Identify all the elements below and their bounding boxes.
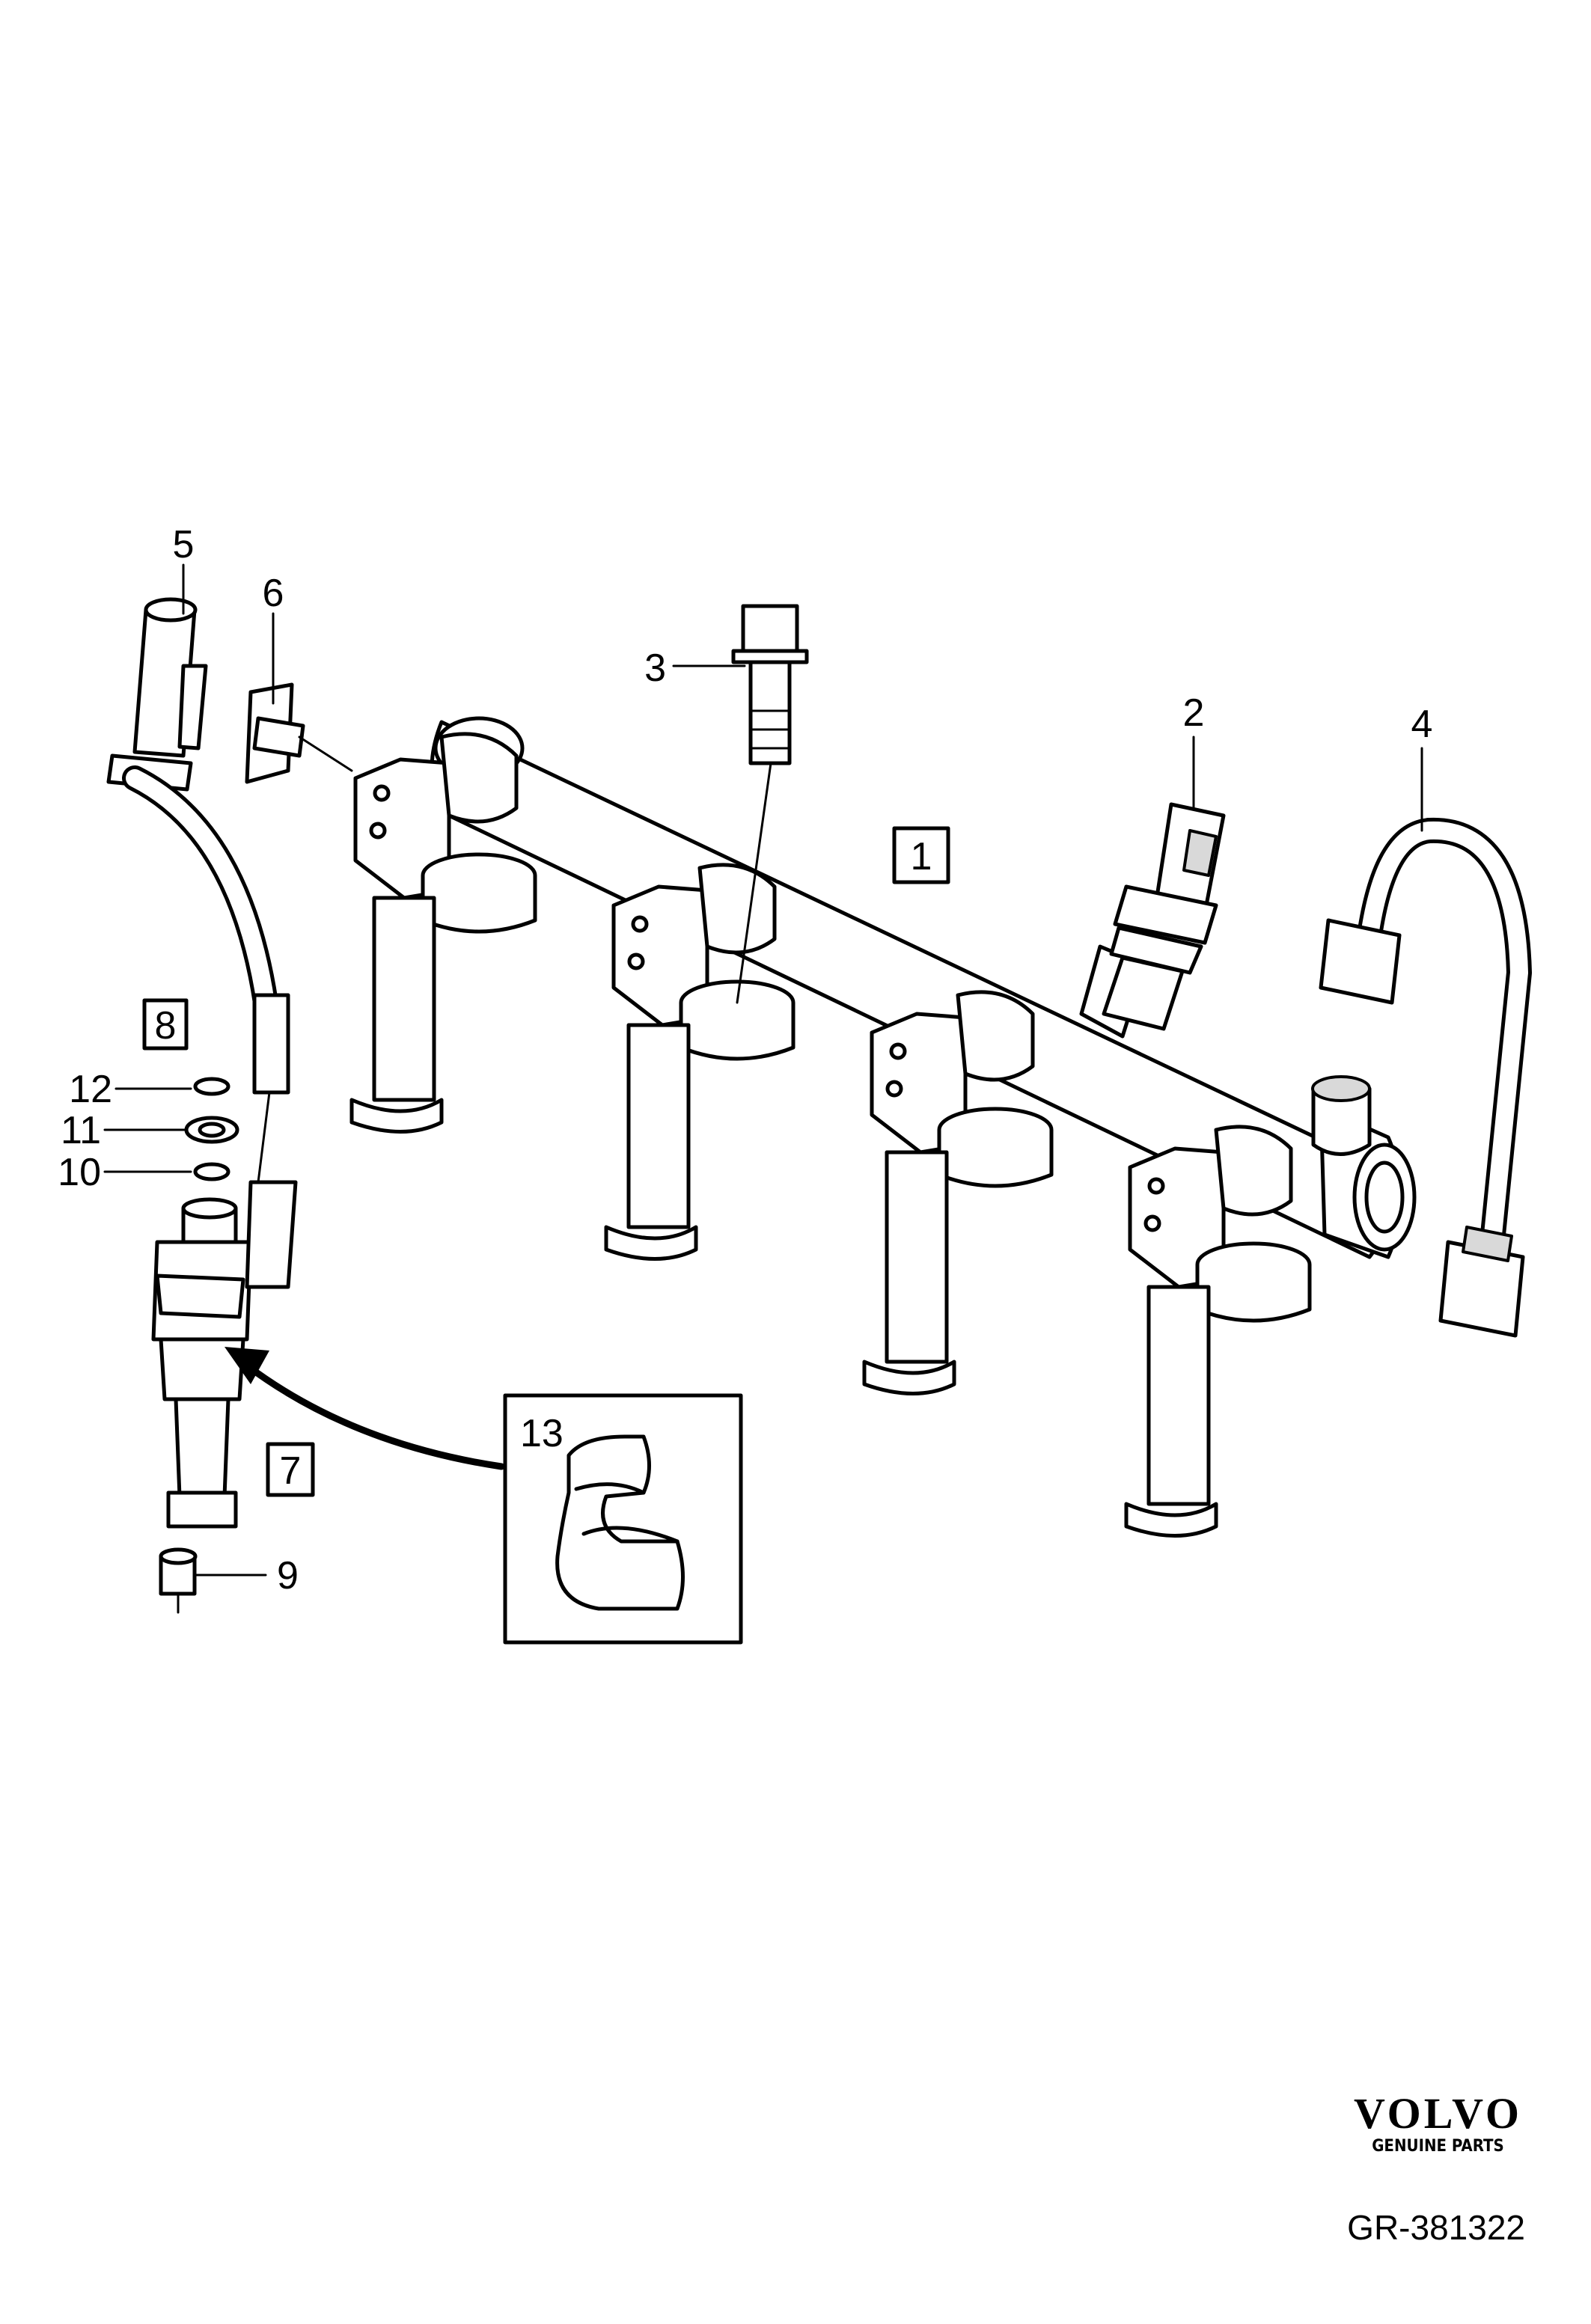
seal-10 bbox=[193, 1162, 230, 1181]
detail-inset-clip bbox=[503, 1393, 743, 1645]
callout-8-box bbox=[142, 998, 189, 1051]
callout-10: 10 bbox=[58, 1151, 101, 1194]
callout-7: 7 bbox=[280, 1449, 302, 1493]
harness-connector bbox=[106, 597, 290, 1095]
leader-lines bbox=[103, 563, 1423, 1577]
brand-logo: VOLVO bbox=[1353, 2089, 1522, 2138]
fuel-line bbox=[1319, 817, 1532, 1338]
injector-cup-1 bbox=[349, 732, 537, 1134]
callout-8: 8 bbox=[155, 1004, 177, 1048]
callout-12: 12 bbox=[69, 1068, 112, 1111]
injector-cup-4 bbox=[1124, 1125, 1312, 1538]
seal-12 bbox=[193, 1077, 230, 1096]
injector-cup-2 bbox=[604, 863, 796, 1261]
seal-11 bbox=[184, 1116, 239, 1144]
callout-13: 13 bbox=[520, 1412, 564, 1455]
connector-clip bbox=[245, 682, 353, 784]
callout-5: 5 bbox=[173, 523, 195, 566]
fuel-rail bbox=[430, 716, 1417, 1259]
fuel-injector bbox=[151, 1077, 298, 1614]
diagram-reference: GR-381322 bbox=[1347, 2208, 1525, 2247]
callout-3: 3 bbox=[644, 646, 666, 690]
injector-cup-3 bbox=[862, 990, 1054, 1395]
pressure-sensor bbox=[1102, 802, 1226, 1031]
callout-1: 1 bbox=[911, 835, 932, 878]
callout-1-box bbox=[892, 826, 950, 884]
callout-9: 9 bbox=[277, 1554, 299, 1597]
volvo-genuine-parts-logo: VOLVO GENUINE PARTS bbox=[1354, 2092, 1522, 2158]
callout-7-box bbox=[266, 1442, 315, 1497]
callout-6: 6 bbox=[263, 572, 284, 615]
callout-2: 2 bbox=[1183, 691, 1205, 735]
callout-4: 4 bbox=[1411, 703, 1433, 746]
callout-labels: 5 6 3 2 4 1 8 12 11 10 7 9 13 bbox=[58, 523, 1432, 1597]
callout-11: 11 bbox=[61, 1109, 101, 1152]
rail-bolt bbox=[731, 604, 809, 1004]
brand-tagline: GENUINE PARTS bbox=[1372, 2137, 1504, 2156]
